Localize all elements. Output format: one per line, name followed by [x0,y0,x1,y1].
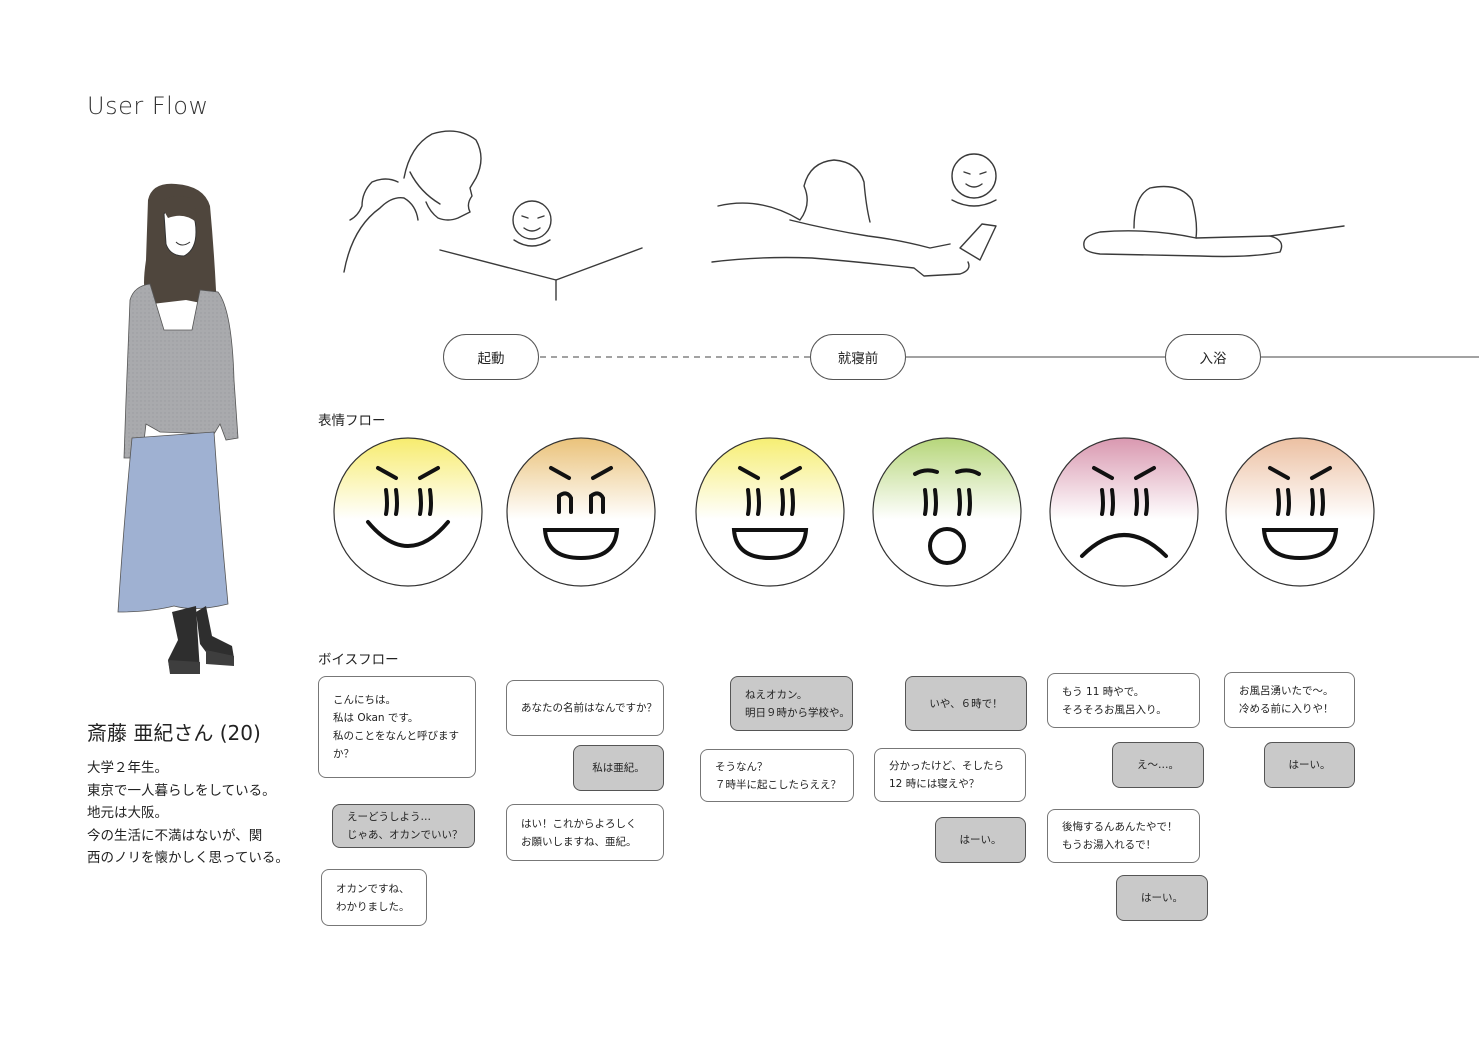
timeline-step-bath: 入浴 [1165,334,1261,380]
okan-bubble: お風呂湧いたで〜。 冷める前に入りや！ [1224,672,1355,728]
bubble-line: じゃあ、オカンでいい？ [347,829,463,841]
bubble-line: ７時半に起こしたらええ？ [715,778,841,791]
bubble-line: 明日９時から学校や。 [745,706,850,719]
bio-line: 大学２年生。 [87,760,168,776]
bubble-line: はい！これからよろしく [521,817,637,830]
face-grin-squint [506,437,656,587]
bubble-line: 私は亜紀。 [592,762,645,774]
scene-bath [1083,185,1345,258]
bubble-line: えーどうしよう… [347,811,431,823]
bubble-line: こんにちは。 [333,694,396,706]
user-bubble: はーい。 [935,817,1026,863]
face-frown [1049,437,1199,587]
bio-line: 西のノリを懐かしく思っている。 [87,850,289,866]
expression-flow-label: 表情フロー [318,413,386,429]
bubble-line: お風呂湧いたで〜。 [1239,685,1334,697]
timeline-step-startup: 起動 [443,334,539,380]
face-smile [333,437,483,587]
scene-startup [343,130,643,301]
bubble-line: 私のことをなんと呼びます [333,730,459,742]
okan-bubble: 後悔するんあんたやで！ もうお湯入れるで！ [1047,809,1200,863]
okan-bubble: そうなん？ ７時半に起こしたらええ？ [700,749,854,802]
bubble-line: え〜…。 [1137,759,1179,771]
bio-line: 東京で一人暮らしをしている。 [87,782,276,799]
bubble-line: あなたの名前はなんですか？ [521,702,657,714]
user-bubble: ねえオカン。 明日９時から学校や。 [730,676,853,731]
bubble-line: わかりました。 [336,900,410,913]
okan-bubble: あなたの名前はなんですか？ [506,680,664,736]
okan-bubble: もう 11 時やで。 そろそろお風呂入り。 [1047,673,1200,728]
okan-bubble: オカンですね、 わかりました。 [321,869,427,926]
bio-line: 地元は大阪。 [87,805,168,821]
bubble-line: いや、６時で！ [929,697,1003,710]
bubble-line: お願いしますね、亜紀。 [521,835,637,848]
bubble-line: はーい。 [1288,759,1331,771]
face-grin [1225,437,1375,587]
bio-line: 今の生活に不満はないが、関 [87,827,263,844]
page-title: User Flow [87,92,209,120]
bubble-line: そうなん？ [715,760,768,773]
user-bubble: 私は亜紀。 [573,745,664,791]
okan-bubble: こんにちは。 私は Okan です。 私のことをなんと呼びます か？ [318,676,476,778]
bubble-line: か？ [333,748,354,760]
user-bubble: はーい。 [1264,742,1355,788]
bubble-line: そろそろお風呂入り。 [1062,703,1167,716]
bubble-line: 分かったけど、そしたら [889,760,1004,772]
face-grin [695,437,845,587]
okan-bubble: はい！これからよろしく お願いしますね、亜紀。 [506,804,664,861]
user-bubble: はーい。 [1116,875,1208,921]
user-bubble: いや、６時で！ [905,676,1027,731]
user-bubble: え〜…。 [1112,742,1204,788]
bubble-line: 後悔するんあんたやで！ [1062,821,1178,833]
voice-flow-label: ボイスフロー [318,652,399,668]
bubble-line: はーい。 [959,834,1002,846]
bubble-line: 冷める前に入りや！ [1239,703,1334,715]
bubble-line: 12 時には寝えや？ [889,778,980,790]
persona-name: 斎藤 亜紀さん (20) [87,721,261,745]
scene-before-bed [711,153,997,277]
bubble-line: ねえオカン。 [745,688,808,701]
timeline-step-before-bed: 就寝前 [810,334,906,380]
bubble-line: もうお湯入れるで！ [1062,839,1157,851]
bubble-line: はーい。 [1141,892,1183,904]
user-bubble: えーどうしよう… じゃあ、オカンでいい？ [332,804,475,848]
bubble-line: もう 11 時やで。 [1062,685,1145,698]
okan-bubble: 分かったけど、そしたら 12 時には寝えや？ [874,748,1026,802]
face-surprised [872,437,1022,587]
bubble-line: 私は Okan です。 [333,712,419,724]
persona-bio: 大学２年生。 東京で一人暮らしをしている。 地元は大阪。 今の生活に不満はないが… [87,757,289,870]
bubble-line: オカンですね、 [336,882,410,895]
